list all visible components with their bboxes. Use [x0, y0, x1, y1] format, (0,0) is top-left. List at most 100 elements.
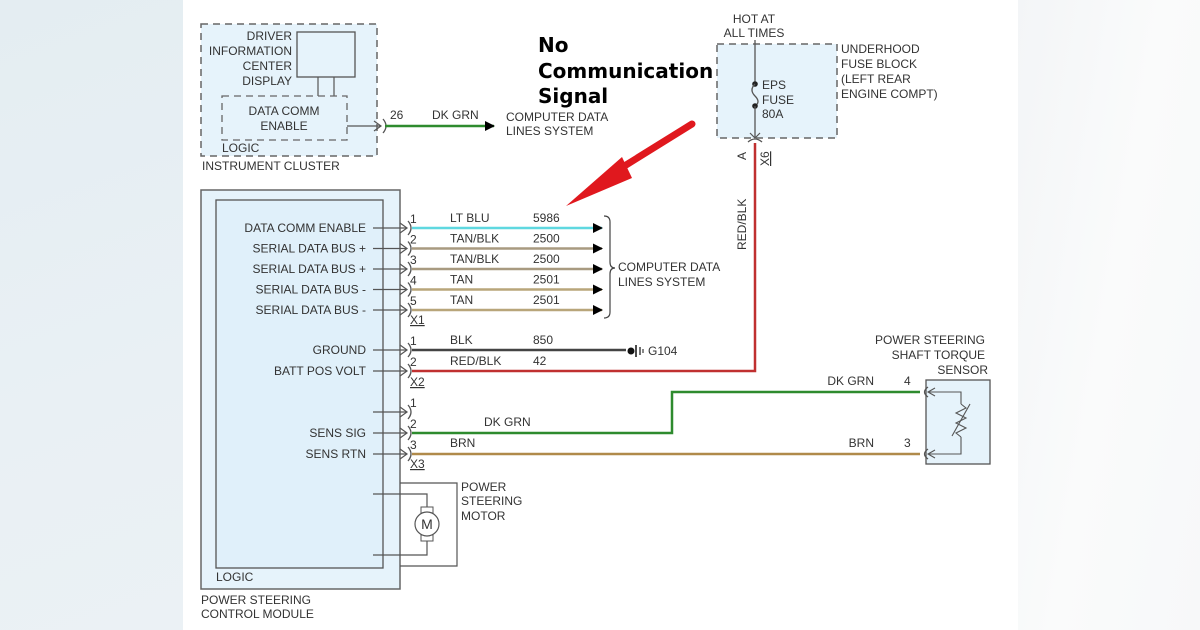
x3-pin3-color: BRN	[450, 436, 475, 450]
ground-g104-icon	[627, 345, 644, 357]
fuse-label-2: FUSE	[762, 93, 794, 107]
connector-x2-label: X2	[410, 375, 425, 389]
circuit-number: 2501	[533, 293, 560, 307]
pin-signal-label: SENS SIG	[309, 426, 366, 440]
ground-label: G104	[648, 344, 678, 358]
connector-terminal	[407, 282, 412, 297]
control-module-logic	[215, 199, 384, 569]
pin-signal-label: GROUND	[313, 343, 367, 357]
wire-color-label: LT BLU	[450, 211, 490, 225]
connector-terminal	[407, 342, 412, 358]
connector-terminal	[407, 302, 412, 318]
sensor-name-2: SHAFT TORQUE	[892, 348, 985, 362]
x1-dest-1: COMPUTER DATA	[618, 260, 720, 274]
fuse-label-1: EPS	[762, 78, 786, 92]
wire-color-label: TAN	[450, 293, 473, 307]
motor-name-1: POWER	[461, 480, 507, 494]
fuse-pin-a: A	[735, 152, 749, 160]
display-label-1: DRIVER	[247, 29, 293, 43]
display-label-3: CENTER	[243, 59, 293, 73]
cluster-logic-label: LOGIC	[222, 141, 260, 155]
connector-x1-label: X1	[410, 313, 425, 327]
display-label-4: DISPLAY	[242, 74, 292, 88]
wire-color-label: BLK	[450, 333, 473, 347]
pin-number: 3	[410, 253, 417, 267]
x1-brace	[603, 215, 616, 319]
circuit-number: 2500	[533, 232, 560, 246]
wire-26-color-label: DK GRN	[432, 108, 479, 122]
sensor-pin3: 3	[904, 436, 911, 450]
red-blk-vertical-label: RED/BLK	[735, 199, 749, 250]
data-comm-label-1: DATA COMM	[249, 104, 320, 118]
fuse-block: HOT AT ALL TIMES EPS FUSE 80A UNDERHOOD …	[716, 12, 938, 250]
pin-number: 2	[410, 355, 417, 369]
circuit-number: 2500	[533, 252, 560, 266]
connector-x6	[747, 138, 763, 143]
sensor-name-1: POWER STEERING	[875, 333, 985, 347]
wire-color-label: TAN	[450, 273, 473, 287]
connector-terminal	[407, 261, 412, 277]
sensor-name-3: SENSOR	[937, 363, 988, 377]
data-comm-label-2: ENABLE	[260, 119, 307, 133]
cluster-name: INSTRUMENT CLUSTER	[202, 159, 340, 173]
x1-dest-2: LINES SYSTEM	[618, 275, 705, 289]
data-comm-box	[221, 95, 348, 141]
fuse-icon	[751, 83, 759, 107]
display-label-2: INFORMATION	[209, 44, 292, 58]
sensor-pin4-color: DK GRN	[827, 374, 874, 388]
pin-signal-label: SERIAL DATA BUS -	[256, 283, 366, 297]
annotation-line-3: Signal	[538, 84, 608, 108]
circuit-number: 42	[533, 354, 547, 368]
pin-signal-label: SERIAL DATA BUS +	[253, 262, 366, 276]
fuse-label-3: 80A	[762, 107, 783, 121]
wire-dk-grn-sens-sig[interactable]	[412, 390, 920, 435]
module-name-2: CONTROL MODULE	[201, 607, 314, 621]
fuse-block-box	[716, 43, 838, 139]
pin-signal-label: BATT POS VOLT	[274, 364, 367, 378]
power-steering-motor: M POWER STEERING MOTOR	[373, 480, 522, 567]
motor-name-2: STEERING	[461, 494, 522, 508]
pin-number: 1	[410, 212, 417, 226]
pin-signal-label: SENS RTN	[306, 447, 366, 461]
x3-pin2-color: DK GRN	[484, 415, 531, 429]
connector-terminal	[407, 241, 412, 256]
motor-symbol: M	[421, 516, 433, 532]
hot-label-1: HOT AT	[733, 12, 776, 26]
annotation-line-2: Communication	[538, 59, 713, 83]
wire-red-blk-batt[interactable]	[412, 143, 757, 373]
pin-row: 1	[373, 396, 417, 420]
wire-color-label: RED/BLK	[450, 354, 501, 368]
fuse-block-name-2: FUSE BLOCK	[841, 57, 917, 71]
display-box	[296, 31, 356, 78]
fuse-block-name-4: ENGINE COMPT)	[841, 87, 938, 101]
connector-terminal	[407, 363, 412, 379]
no-communication-annotation: No Communication Signal	[538, 33, 713, 206]
right-background	[1018, 0, 1200, 630]
connector-terminal	[407, 425, 412, 441]
connector-terminal	[407, 220, 412, 236]
pin-signal-label: SERIAL DATA BUS +	[253, 242, 366, 256]
torque-sensor: POWER STEERING SHAFT TORQUE SENSOR DK GR…	[827, 333, 991, 465]
connector-x6-label: X6	[758, 151, 772, 166]
pin-number: 3	[410, 438, 417, 452]
circuit-number: 2501	[533, 273, 560, 287]
pin-number: 2	[410, 233, 417, 247]
wire-color-label: TAN/BLK	[450, 252, 499, 266]
pin-number: 4	[410, 274, 417, 288]
module-name-1: POWER STEERING	[201, 593, 311, 607]
pin-26-label: 26	[390, 108, 404, 122]
pin-number: 2	[410, 417, 417, 431]
pin-signal-label: DATA COMM ENABLE	[244, 221, 366, 235]
